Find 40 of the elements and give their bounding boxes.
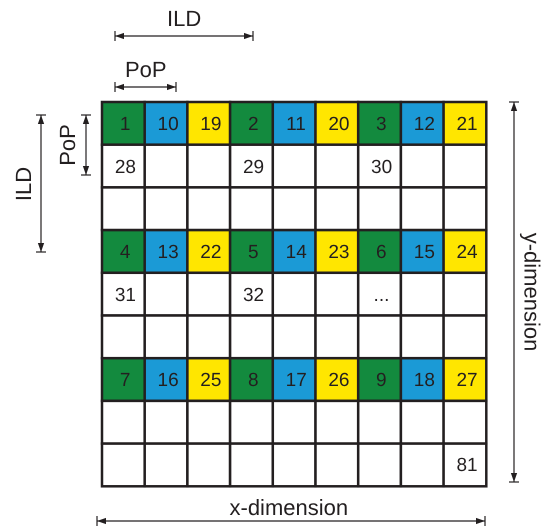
- cell-number: 25: [200, 371, 222, 390]
- cell-number: 20: [328, 114, 350, 134]
- cell-number: 3: [376, 114, 387, 134]
- cell-number: 12: [414, 114, 435, 134]
- cell-number: 21: [456, 114, 478, 134]
- dimension-label: y-dimension: [520, 232, 542, 352]
- cell-number: 4: [120, 242, 130, 262]
- cell-number: 11: [286, 114, 306, 134]
- cell-number: 28: [114, 158, 136, 177]
- cell-number: 22: [200, 242, 222, 262]
- cell-number: 8: [248, 371, 259, 390]
- cell-number: 32: [242, 286, 264, 305]
- cell-number: 26: [328, 371, 350, 390]
- cell-number: 17: [286, 371, 307, 390]
- dimension-label: x-dimension: [230, 497, 348, 519]
- cell-number: 2: [248, 114, 259, 134]
- cell-number: 19: [200, 114, 222, 134]
- cell-number: 14: [286, 242, 307, 262]
- dimension-label: ILD: [167, 8, 202, 30]
- cell-number: 24: [456, 242, 478, 262]
- cell-number: 15: [414, 242, 435, 262]
- cell-number: 9: [376, 371, 387, 390]
- cell-number: 23: [328, 242, 350, 262]
- cell-number: 29: [242, 158, 264, 177]
- cell-number: 31: [114, 286, 136, 305]
- cell-number: 27: [456, 371, 478, 390]
- cell-number: 10: [158, 114, 179, 134]
- cell-number: 16: [158, 371, 179, 390]
- cell-number: 81: [456, 456, 478, 476]
- cell-number: 7: [120, 371, 130, 390]
- cell-number: 5: [248, 242, 259, 262]
- cell-number: 18: [414, 371, 435, 390]
- cell-number: 30: [371, 158, 392, 177]
- dimension-label: PoP: [56, 124, 79, 166]
- dimension-label: ILD: [13, 166, 36, 202]
- cell-number: ...: [374, 286, 390, 305]
- cell-number: 6: [376, 242, 387, 262]
- cell-number: 13: [158, 242, 179, 262]
- dimension-label: PoP: [125, 59, 167, 81]
- cell-number: 1: [120, 114, 130, 134]
